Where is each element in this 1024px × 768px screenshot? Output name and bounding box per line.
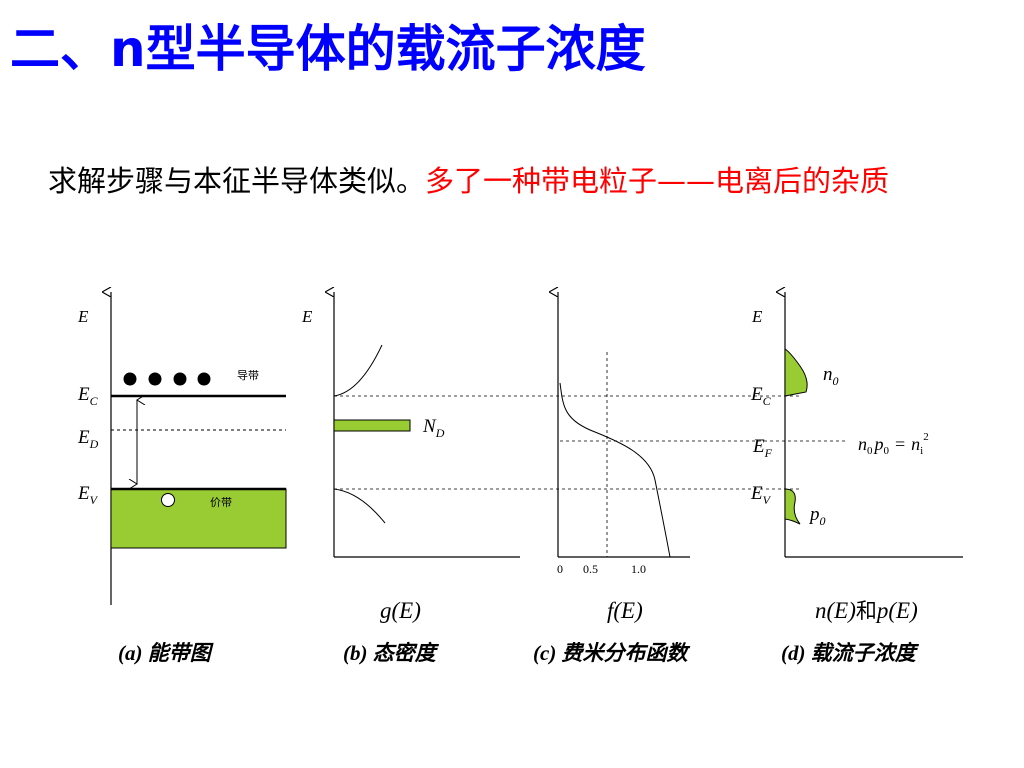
conduction-band-label: 导带 [237, 369, 259, 382]
nd-label: ND [422, 416, 445, 440]
page-title: 二、n型半导体的载流子浓度 [10, 20, 646, 78]
electron-dot [173, 372, 187, 386]
panel-a-band-diagram: E 导带 EC ED EV 价带 [77, 292, 287, 605]
hole-circle [161, 493, 175, 507]
caption-b: (b) 态密度 [343, 641, 440, 665]
valence-band-label: 价带 [210, 496, 232, 509]
panel-a-axis-label: E [77, 307, 89, 326]
ec-label: EC [77, 384, 99, 408]
function-label-np: n(E)和p(E) [815, 598, 918, 623]
tick-label-one: 1.0 [631, 562, 646, 576]
electron-dot [123, 372, 137, 386]
tick-label-half: 0.5 [583, 562, 598, 576]
donor-states-bar [333, 419, 411, 432]
p0-label: p0 [808, 504, 826, 528]
valence-band-dos-curve [333, 488, 386, 524]
function-label-f: f(E) [607, 598, 643, 623]
conduction-band-dos-curve [333, 344, 383, 397]
intro-plain-text: 求解步骤与本征半导体类似。 [48, 164, 426, 198]
panel-b-axis-label: E [301, 307, 313, 326]
ev-label: EV [77, 483, 99, 507]
panel-b-density-of-states: E ND [301, 292, 520, 558]
caption-a: (a) 能带图 [118, 641, 214, 665]
caption-d: (d) 载流子浓度 [781, 641, 920, 665]
valence-band [110, 488, 287, 549]
ev-label-right: EV [750, 483, 772, 507]
ed-label: ED [77, 427, 99, 451]
intro-highlight-text: 多了一种带电粒子——电离后的杂质 [425, 164, 890, 198]
tick-label-zero: 0 [557, 562, 563, 576]
electron-concentration-lobe [784, 348, 808, 397]
electron-dots [123, 372, 211, 386]
ef-label: EF [752, 436, 773, 460]
fermi-dirac-curve [559, 382, 671, 558]
caption-c: (c) 费米分布函数 [533, 641, 691, 665]
panel-d-axis-label: E [751, 307, 763, 326]
function-label-g: g(E) [380, 598, 421, 623]
n0-label: n0 [823, 364, 839, 388]
electron-dot [148, 372, 162, 386]
intro-paragraph: 求解步骤与本征半导体类似。多了一种带电粒子——电离后的杂质 [48, 158, 978, 204]
electron-dot [197, 372, 211, 386]
panel-c-fermi-distribution: 0 0.5 1.0 [557, 292, 690, 576]
hole-concentration-lobe [784, 488, 801, 525]
shared-level-lines [334, 395, 845, 490]
ec-label-right: EC [750, 384, 772, 408]
